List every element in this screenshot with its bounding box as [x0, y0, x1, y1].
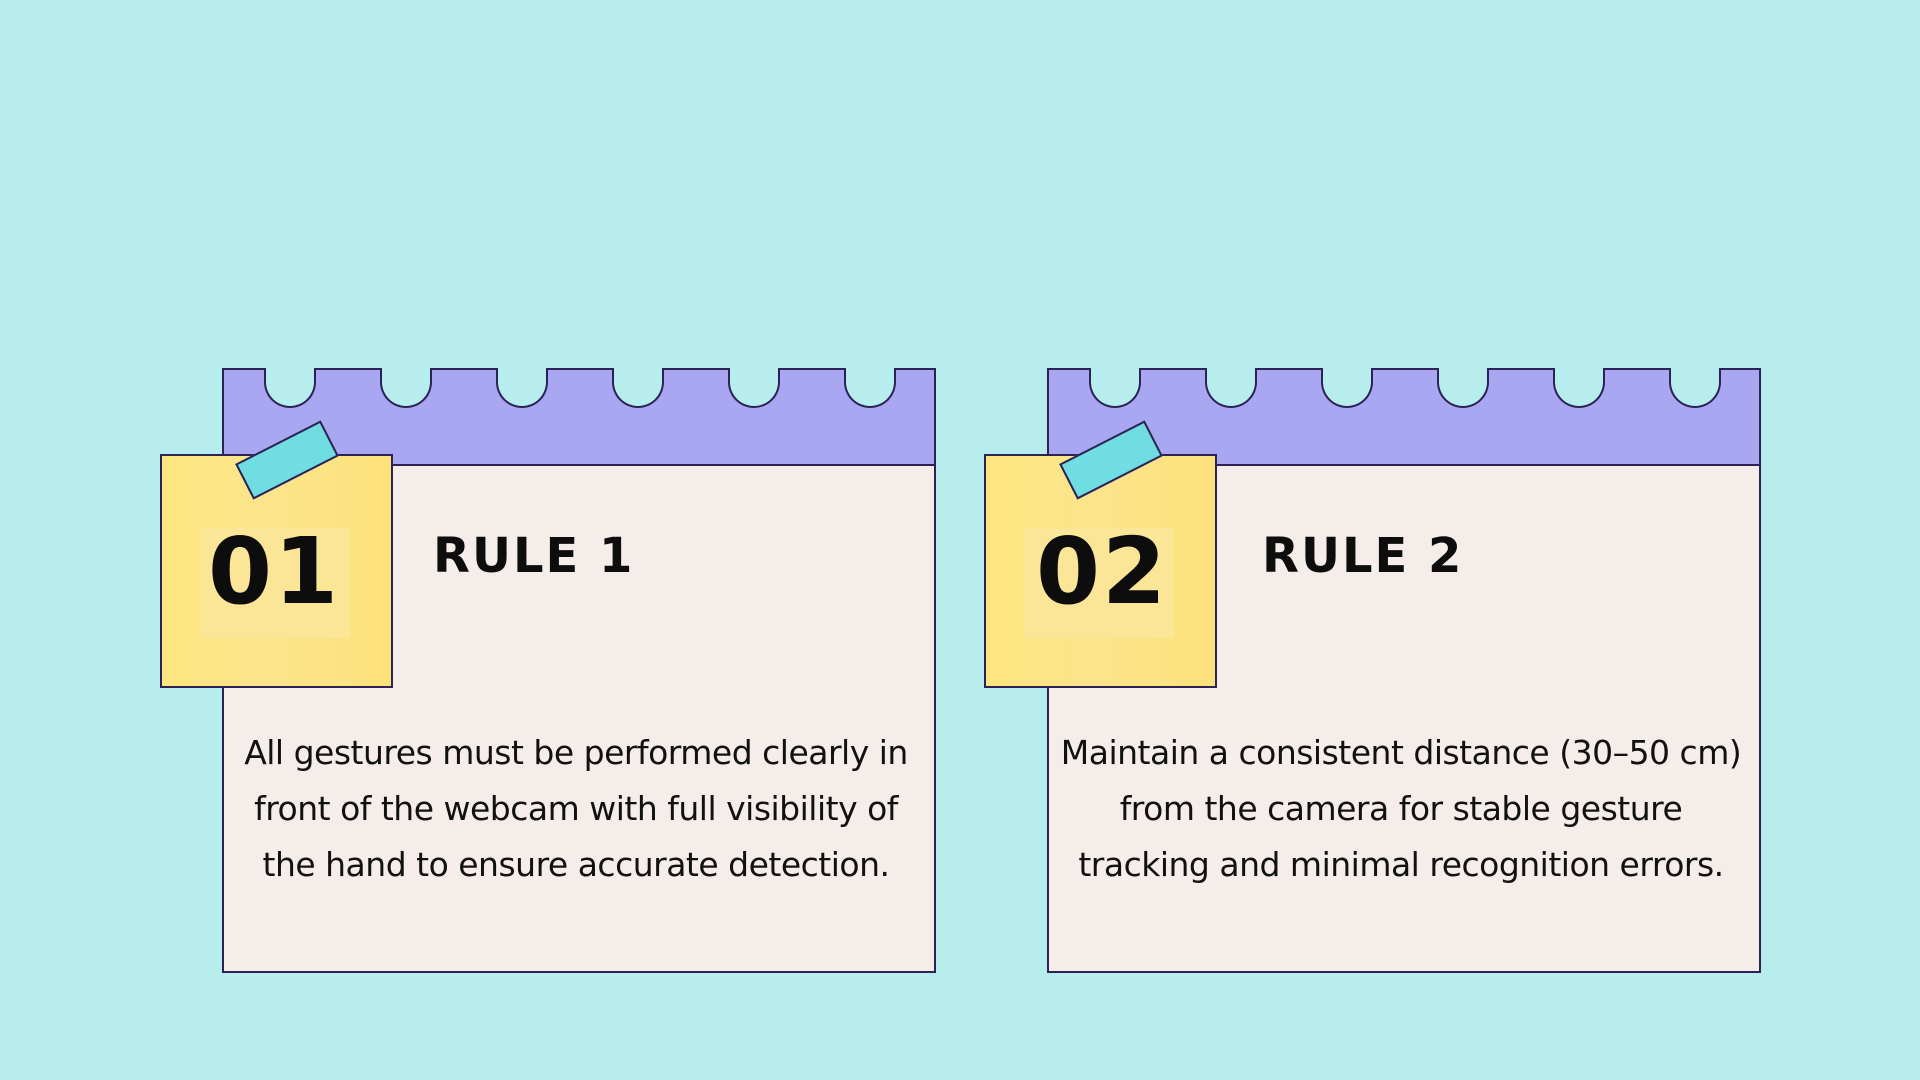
rule-title-1: RULE 1 — [433, 528, 635, 584]
binder-hole — [844, 368, 896, 408]
binder-hole — [612, 368, 664, 408]
rule-description-2: Maintain a consistent distance (30–50 cm… — [1060, 733, 1742, 884]
rule-number-1: 01 — [208, 518, 341, 625]
notepad-header — [224, 368, 934, 466]
notepad-header — [1049, 368, 1759, 466]
binder-hole — [728, 368, 780, 408]
binder-hole — [1089, 368, 1141, 408]
sticky-note-highlight — [200, 528, 350, 638]
sticky-note-2 — [984, 454, 1217, 688]
binder-hole — [496, 368, 548, 408]
binder-hole — [1553, 368, 1605, 408]
sticky-note-1 — [160, 454, 393, 688]
binder-hole — [1437, 368, 1489, 408]
sticky-note-highlight — [1024, 528, 1174, 638]
binder-hole — [264, 368, 316, 408]
rule-title-2: RULE 2 — [1262, 528, 1464, 584]
rule-description-1: All gestures must be performed clearly i… — [244, 733, 908, 884]
rule-number-2: 02 — [1036, 518, 1169, 625]
binder-hole — [380, 368, 432, 408]
binder-hole — [1321, 368, 1373, 408]
binder-hole — [1205, 368, 1257, 408]
binder-hole — [1669, 368, 1721, 408]
